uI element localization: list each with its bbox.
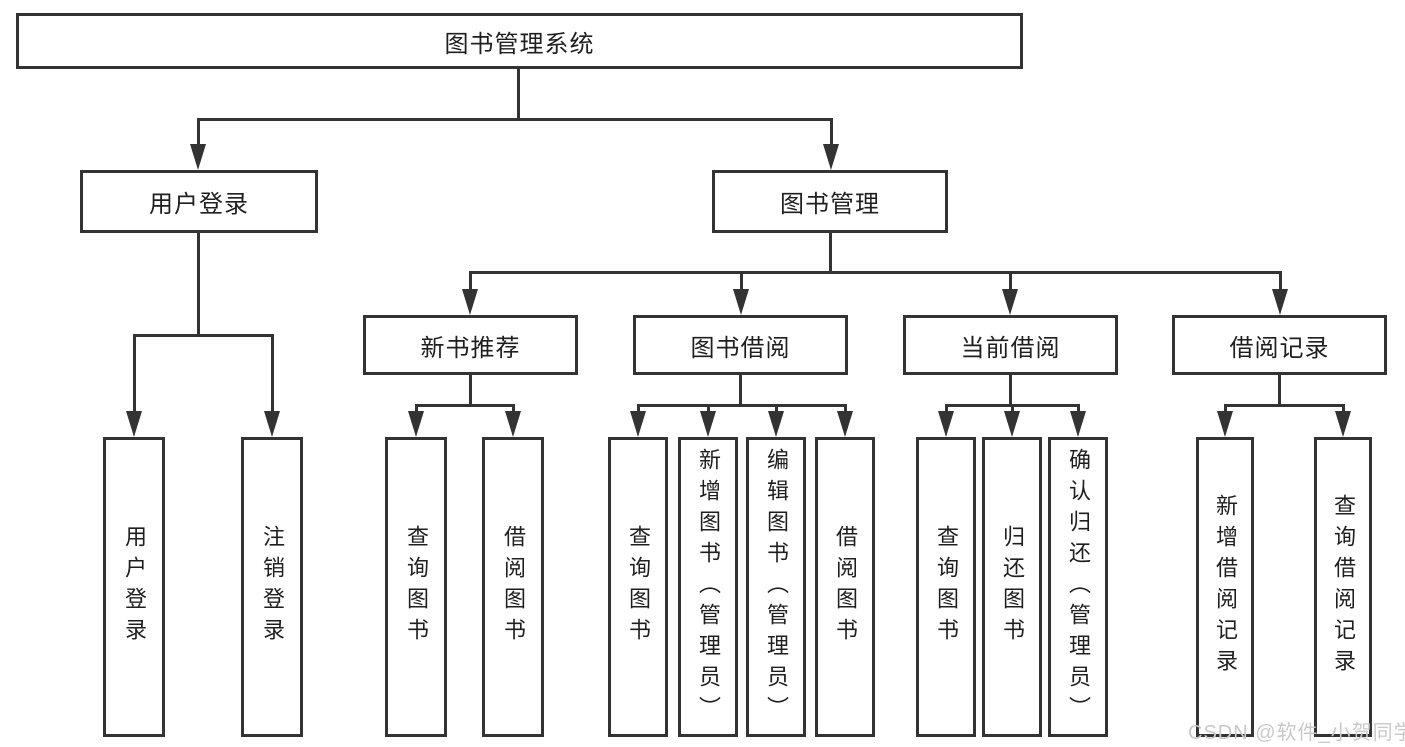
connector-drop xyxy=(844,404,847,413)
arrow-down-icon xyxy=(462,289,478,315)
arrow-down-icon xyxy=(1004,411,1020,437)
leaf-records-add-record: 新增借阅记录 xyxy=(1196,437,1254,737)
connector-new-books-horizontal xyxy=(415,404,515,407)
connector-drop xyxy=(415,404,418,413)
leaf-borrow-add-books-admin: 新增图书（管理员） xyxy=(678,437,738,737)
connector-drop xyxy=(1011,404,1014,413)
connector-book-borrow-horizontal xyxy=(637,404,847,407)
leaf-logout: 注销登录 xyxy=(241,437,303,737)
node-new-book-recommend: 新书推荐 xyxy=(363,315,578,375)
arrow-down-icon xyxy=(938,411,954,437)
node-borrow-records-label: 借阅记录 xyxy=(1229,334,1330,362)
arrow-down-icon xyxy=(823,144,839,170)
arrow-down-icon xyxy=(1217,411,1233,437)
leaf-current-query-books: 查询图书 xyxy=(916,437,976,737)
connector-drop-user-login xyxy=(197,118,200,148)
leaf-borrow-add-books-admin-label: 新增图书（管理员） xyxy=(696,447,721,727)
connector-borrow-records-stem xyxy=(1278,375,1281,406)
leaf-borrow-borrow-books-label: 借阅图书 xyxy=(833,525,858,649)
leaf-borrow-query-books: 查询图书 xyxy=(608,437,668,737)
connector-drop xyxy=(1224,404,1227,413)
connector-drop-book-management xyxy=(830,118,833,148)
connector-new-books-stem xyxy=(469,375,472,406)
connector-book-management-stem xyxy=(829,233,832,273)
arrow-down-icon xyxy=(733,289,749,315)
connector-drop-leaf-logout xyxy=(271,334,274,413)
arrow-down-icon xyxy=(1335,411,1351,437)
arrow-down-icon xyxy=(126,411,142,437)
connector-drop-current-borrow xyxy=(1009,271,1012,293)
leaf-user-login: 用户登录 xyxy=(103,437,165,737)
leaf-borrow-query-books-label: 查询图书 xyxy=(626,525,651,649)
node-new-book-recommend-label: 新书推荐 xyxy=(420,334,521,362)
node-current-borrow-label: 当前借阅 xyxy=(960,334,1061,362)
connector-book-borrow-stem xyxy=(739,375,742,406)
connector-borrow-records-horizontal xyxy=(1224,404,1345,407)
node-current-borrow: 当前借阅 xyxy=(903,315,1118,375)
node-book-borrow-label: 图书借阅 xyxy=(690,334,791,362)
arrow-down-icon xyxy=(1002,289,1018,315)
leaf-current-confirm-return-admin-label: 确认归还（管理员） xyxy=(1066,447,1091,727)
node-book-management-system-label: 图书管理系统 xyxy=(444,30,595,58)
arrow-down-icon xyxy=(190,144,206,170)
connector-root-horizontal xyxy=(197,118,833,121)
connector-current-borrow-stem xyxy=(1009,375,1012,406)
leaf-user-login-label: 用户登录 xyxy=(122,525,147,649)
arrow-down-icon xyxy=(1272,289,1288,315)
arrow-down-icon xyxy=(408,411,424,437)
connector-drop-leaf-login xyxy=(133,334,136,413)
leaf-logout-label: 注销登录 xyxy=(260,525,285,649)
connector-drop xyxy=(1077,404,1080,413)
node-book-management-label: 图书管理 xyxy=(780,191,880,218)
leaf-borrow-edit-books-admin-label: 编辑图书（管理员） xyxy=(764,447,789,727)
arrow-down-icon xyxy=(700,411,716,437)
connector-drop xyxy=(637,404,640,413)
node-user-login-label: 用户登录 xyxy=(149,191,249,218)
leaf-records-query-record-label: 查询借阅记录 xyxy=(1331,494,1356,680)
leaf-records-query-record: 查询借阅记录 xyxy=(1314,437,1372,737)
connector-drop xyxy=(707,404,710,413)
connector-book-management-horizontal xyxy=(469,271,1282,274)
connector-root-stem xyxy=(517,69,520,120)
leaf-current-return-books-label: 归还图书 xyxy=(1000,525,1025,649)
connector-user-login-stem xyxy=(197,233,200,337)
node-book-borrow: 图书借阅 xyxy=(633,315,848,375)
connector-drop-new-books xyxy=(469,271,472,293)
leaf-borrow-borrow-books: 借阅图书 xyxy=(815,437,875,737)
arrow-down-icon xyxy=(1070,411,1086,437)
arrow-down-icon xyxy=(505,411,521,437)
arrow-down-icon xyxy=(264,411,280,437)
leaf-borrow-edit-books-admin: 编辑图书（管理员） xyxy=(746,437,806,737)
csdn-watermark: CSDN @软件_小贺同学 xyxy=(1188,722,1405,744)
connector-drop-borrow-records xyxy=(1279,271,1282,293)
connector-drop-book-borrow xyxy=(740,271,743,293)
node-book-management-system: 图书管理系统 xyxy=(16,13,1023,69)
leaf-current-confirm-return-admin: 确认归还（管理员） xyxy=(1048,437,1108,737)
arrow-down-icon xyxy=(768,411,784,437)
arrow-down-icon xyxy=(630,411,646,437)
connector-drop xyxy=(512,404,515,413)
connector-drop xyxy=(775,404,778,413)
node-user-login: 用户登录 xyxy=(80,170,318,233)
leaf-current-return-books: 归还图书 xyxy=(982,437,1042,737)
connector-user-login-horizontal xyxy=(133,334,274,337)
leaf-newbooks-borrow-books-label: 借阅图书 xyxy=(501,525,526,649)
connector-drop xyxy=(945,404,948,413)
arrow-down-icon xyxy=(837,411,853,437)
connector-drop xyxy=(1342,404,1345,413)
leaf-newbooks-query-books-label: 查询图书 xyxy=(404,525,429,649)
leaf-current-query-books-label: 查询图书 xyxy=(934,525,959,649)
leaf-newbooks-query-books: 查询图书 xyxy=(385,437,447,737)
node-book-management: 图书管理 xyxy=(712,170,948,233)
node-borrow-records: 借阅记录 xyxy=(1172,315,1387,375)
leaf-records-add-record-label: 新增借阅记录 xyxy=(1213,494,1238,680)
leaf-newbooks-borrow-books: 借阅图书 xyxy=(482,437,544,737)
